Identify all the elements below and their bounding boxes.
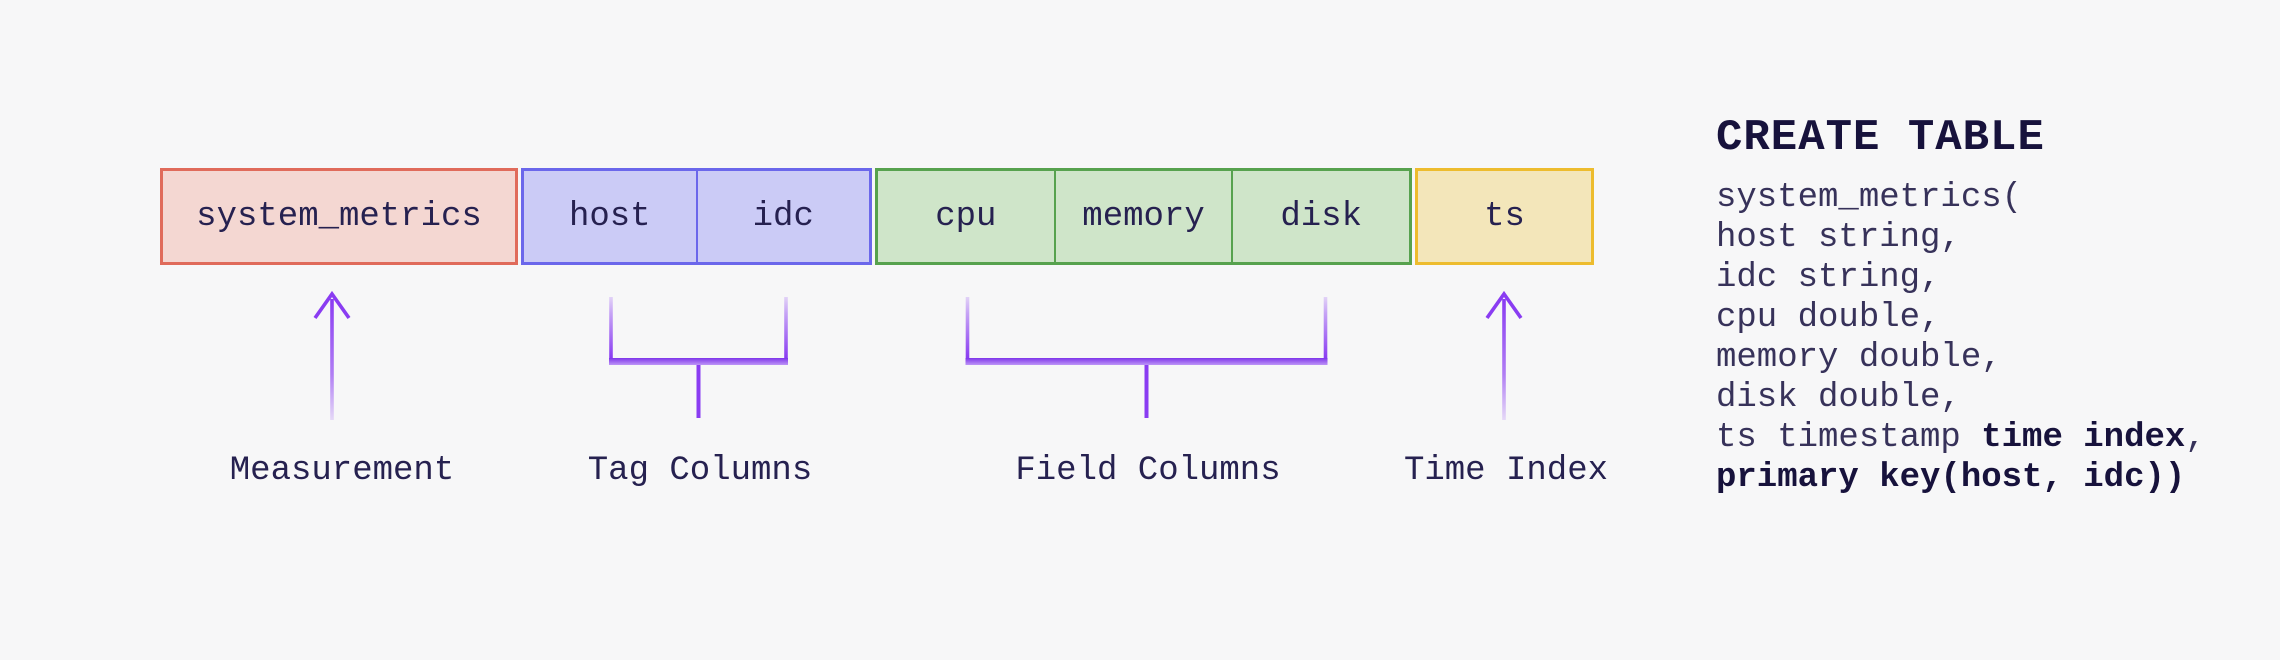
sql-line: ts timestamp time index, (1716, 419, 2206, 457)
sql-line: disk double, (1716, 379, 1961, 417)
tag-columns-bracket-icon (609, 297, 788, 418)
cell-system_metrics: system_metrics (196, 197, 482, 236)
sql-line: idc string, (1716, 259, 1941, 297)
sql-line: memory double, (1716, 339, 2002, 377)
sql-line: primary key(host, idc)) (1716, 459, 2186, 497)
sql-line: system_metrics( (1716, 179, 2023, 217)
time-index-group: ts (1415, 168, 1594, 265)
tag-columns-label: Tag Columns (587, 452, 813, 490)
cell-disk: disk (1231, 171, 1409, 262)
sql-line: host string, (1716, 219, 1961, 257)
time-index-label: Time Index (1403, 452, 1609, 490)
sql-line: cpu double, (1716, 299, 1941, 337)
sql-heading: CREATE TABLE (1716, 113, 2045, 163)
cell-memory: memory (1053, 171, 1232, 262)
cell-host: host (568, 197, 651, 236)
cell-ts: ts (1484, 197, 1525, 236)
cell-idc: idc (695, 171, 870, 262)
field-columns-label: Field Columns (1015, 452, 1281, 490)
cell-cpu: cpu (935, 197, 997, 236)
sql-snippet: CREATE TABLE system_metrics(host string,… (1716, 112, 2206, 498)
field-columns-bracket-icon (965, 297, 1328, 418)
measurement-arrow-icon (313, 290, 351, 420)
tag-columns-group: host idc (521, 168, 872, 265)
sql-code: system_metrics(host string,idc string,cp… (1716, 178, 2206, 498)
measurement-group: system_metrics (160, 168, 518, 265)
measurement-label: Measurement (229, 452, 455, 490)
time-index-arrow-icon (1485, 290, 1523, 420)
